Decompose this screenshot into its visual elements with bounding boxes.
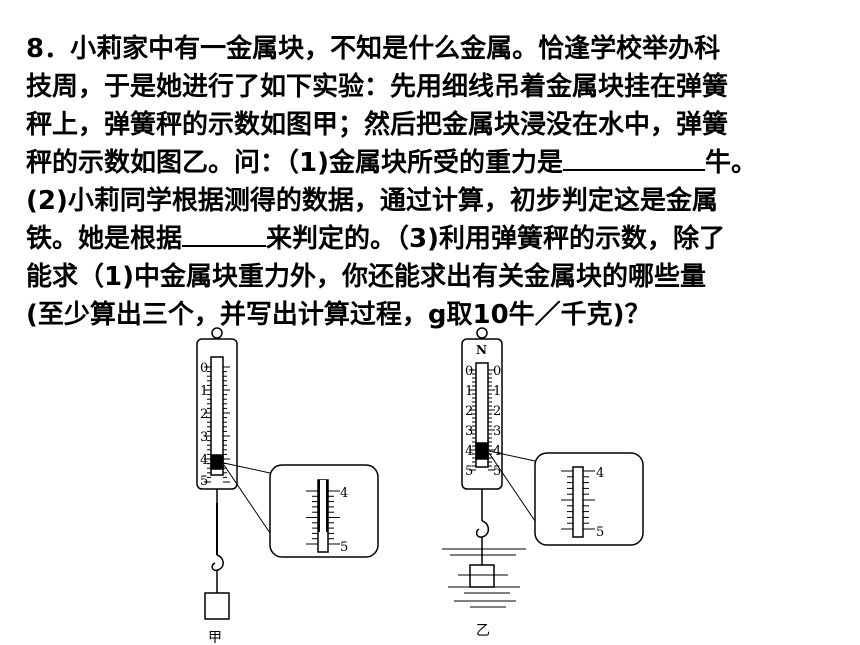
question-line-4-start: 秤的示数如图乙。问：（1)金属块所受的重力是 [26,148,563,178]
zoom-box-jia-indicator-gap [320,480,326,532]
zoom-leader-yi [488,450,536,522]
scale-yi-right-label-4: 4 [493,444,501,459]
scale-jia-label-5: 5 [200,474,208,489]
scale-yi-slot [475,362,489,468]
figure-svg: 0 1 2 3 4 5 甲 4 5 [196,327,644,645]
zoom-box-yi-frame [534,452,644,546]
zoom-box-jia [269,464,379,558]
answer-blank-weight[interactable] [562,145,705,171]
question-line-8: (至少算出三个，并写出计算过程，g取10牛／千克)？ [26,300,651,330]
water-lines [442,548,526,608]
scale-yi-indicator [475,442,489,460]
scale-jia-label-3: 3 [200,430,208,445]
scale-yi-ring [476,327,488,339]
scale-yi-label-4: 4 [465,444,473,459]
scale-yi-right-label-0: 0 [493,364,501,379]
zoom-box-yi-slot [572,466,584,538]
scale-jia-ring [211,327,223,339]
question-line-6-end: 来判定的。（3)利用弹簧秤的示数，除了 [266,224,725,254]
scale-jia-lower-hook [211,554,224,572]
scale-jia-label-1: 1 [200,384,208,399]
scale-jia-label-4: 4 [200,453,208,468]
caption-yi: 乙 [476,623,490,639]
question-line-7: 能求（1)中金属块重力外，你还能求出有关金属块的哪些量 [26,262,706,292]
scale-jia-label-0: 0 [200,361,208,376]
question-line-5: (2)小莉同学根据测得的数据，通过计算，初步判定这是金属 [26,186,718,216]
scale-yi-label-5: 5 [465,464,473,479]
scale-yi-label-0: 0 [465,364,473,379]
scale-yi-label-1: 1 [465,384,473,399]
zoom-jia-label-5: 5 [340,540,348,555]
question-line-2: 技周，于是她进行了如下实验：先用细线吊着金属块挂在弹簧 [26,72,729,102]
caption-jia: 甲 [208,630,222,645]
scale-yi-label-2: 2 [465,404,473,419]
scale-jia-label-2: 2 [200,407,208,422]
answer-blank-basis[interactable] [182,221,267,247]
question-line-3: 秤上，弹簧秤的示数如图甲；然后把金属块浸没在水中，弹簧 [26,110,729,140]
metal-block-jia [204,592,230,620]
question-line-4-end: 牛。 [704,148,757,178]
question-line-4: 秤的示数如图乙。问：（1)金属块所受的重力是 牛。 [26,144,846,182]
question-text: 8．小莉家中有一金属块，不知是什么金属。恰逢学校举办科 技周，于是她进行了如下实… [26,30,846,334]
scale-yi-right-label-1: 1 [493,384,501,399]
zoom-jia-label-4: 4 [340,486,348,501]
scale-yi-right-label-2: 2 [493,404,501,419]
spring-scale-jia [196,327,238,620]
question-line-1: 8．小莉家中有一金属块，不知是什么金属。恰逢学校举办科 [26,34,721,64]
zoom-yi-label-4: 4 [596,466,604,481]
scale-yi-right-label-3: 3 [493,424,501,439]
zoom-leader-jia [223,462,271,534]
zoom-box-jia-frame [269,464,379,558]
question-line-6: 铁。她是根据 来判定的。（3)利用弹簧秤的示数，除了 [26,220,846,258]
scale-jia-slot [210,356,224,476]
question-line-6-start: 铁。她是根据 [26,224,183,254]
scale-jia-indicator [210,454,224,470]
spring-scale-yi [461,327,503,588]
scale-yi-lower-hook [475,520,490,538]
scale-yi-right-label-5: 5 [493,464,501,479]
scale-yi-label-3: 3 [465,424,473,439]
metal-block-yi [469,564,495,588]
zoom-box-yi [534,452,644,546]
spring-scale-figure: 0 1 2 3 4 5 甲 4 5 [180,325,740,645]
scale-yi-unit-label: N [476,343,487,357]
zoom-yi-label-5: 5 [596,525,604,540]
